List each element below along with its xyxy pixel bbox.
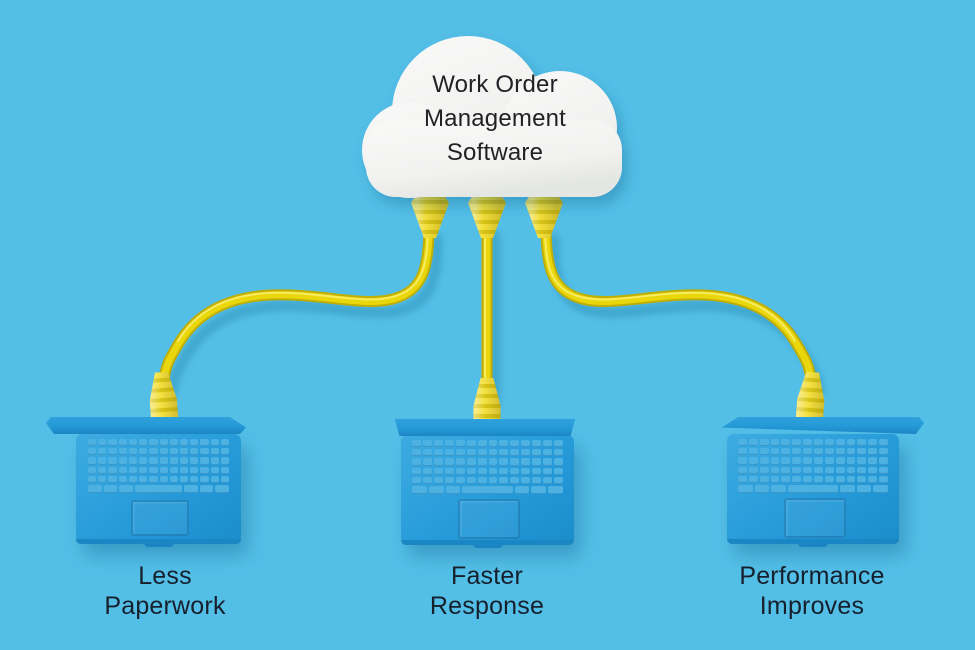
label-performance-improves-line2: Improves <box>759 592 865 620</box>
laptop-middle-deck <box>401 435 574 548</box>
label-faster-response-line2: Response <box>429 592 545 620</box>
cable-middle <box>481 219 493 398</box>
cable-shadows <box>166 230 825 409</box>
laptop-left-latch-notch <box>143 540 174 547</box>
laptop-middle-trackpad <box>458 499 520 539</box>
laptop-left-keyboard <box>88 439 229 493</box>
laptop-right-trackpad <box>784 498 846 538</box>
label-less-paperwork: Less Paperwork <box>65 561 265 621</box>
laptop-middle-lid <box>394 419 576 436</box>
laptop-right-deck <box>727 434 899 547</box>
laptop-right-keyboard <box>738 439 889 493</box>
laptop-left-trackpad <box>131 500 189 536</box>
cloud-label: Work Order Management Software <box>364 68 626 170</box>
laptop-middle-keyboard <box>412 440 563 494</box>
cable-left <box>158 219 435 386</box>
label-less-paperwork-line2: Paperwork <box>104 592 226 620</box>
laptop-left-lid <box>46 417 246 434</box>
laptop-right-latch-notch <box>798 540 828 547</box>
laptop-left-deck <box>76 434 241 547</box>
label-less-paperwork-line1: Less <box>138 562 192 590</box>
cloud-label-line3: Software <box>446 139 544 166</box>
label-performance-improves-line1: Performance <box>739 562 885 590</box>
cloud-label-line1: Work Order <box>432 71 558 98</box>
label-performance-improves: Performance Improves <box>692 561 932 621</box>
label-faster-response-line1: Faster <box>450 562 524 590</box>
cable-right <box>540 219 817 386</box>
label-faster-response: Faster Response <box>387 561 587 621</box>
cloud-label-line2: Management <box>423 105 567 132</box>
laptop-middle-latch-notch <box>472 541 503 548</box>
